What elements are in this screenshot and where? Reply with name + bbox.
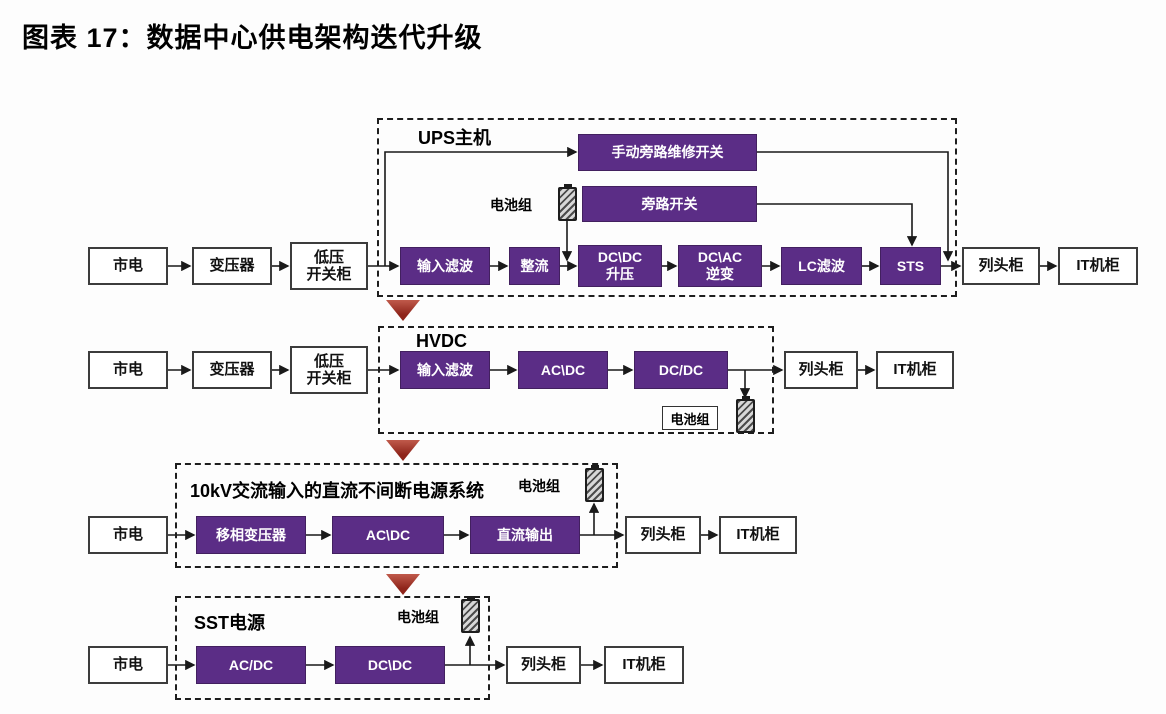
dc-ups-node-dc-output: 直流输出 bbox=[470, 516, 580, 554]
hvdc-node-input-filter: 输入滤波 bbox=[400, 351, 490, 389]
ups-node-input-filter: 输入滤波 bbox=[400, 247, 490, 285]
sst-node-row-head-cabinet: 列头柜 bbox=[506, 646, 581, 684]
ups-node-sts: STS bbox=[880, 247, 941, 285]
dc-ups-node-mains: 市电 bbox=[88, 516, 168, 554]
iteration-arrow-1 bbox=[386, 300, 420, 321]
sst-node-acdc: AC/DC bbox=[196, 646, 306, 684]
ups-node-dcac-inverter: DC\AC 逆变 bbox=[678, 245, 762, 287]
sst-node-dcdc: DC\DC bbox=[335, 646, 445, 684]
hvdc-battery-label: 电池组 bbox=[662, 406, 718, 430]
sst-battery-label: 电池组 bbox=[397, 609, 439, 625]
hvdc-node-row-head-cabinet: 列头柜 bbox=[784, 351, 858, 389]
figure-title: 图表 17：数据中心供电架构迭代升级 bbox=[22, 23, 483, 53]
ups-node-transformer: 变压器 bbox=[192, 247, 272, 285]
ups-node-dcdc-boost: DC\DC 升压 bbox=[578, 245, 662, 287]
hvdc-node-dcdc: DC/DC bbox=[634, 351, 728, 389]
dc-ups-battery-label: 电池组 bbox=[518, 478, 560, 494]
ups-node-lv-switchgear: 低压 开关柜 bbox=[290, 242, 368, 290]
ups-node-bypass-switch: 旁路开关 bbox=[582, 186, 757, 222]
ups-node-lc-filter: LC滤波 bbox=[781, 247, 862, 285]
hvdc-group-label: HVDC bbox=[416, 331, 468, 351]
sst-node-mains: 市电 bbox=[88, 646, 168, 684]
dc-ups-node-it-cabinet: IT机柜 bbox=[719, 516, 797, 554]
sst-group-box bbox=[175, 596, 490, 700]
iteration-arrow-3 bbox=[386, 574, 420, 595]
hvdc-node-transformer: 变压器 bbox=[192, 351, 272, 389]
dc-ups-node-acdc: AC\DC bbox=[332, 516, 444, 554]
dc-ups-node-row-head-cabinet: 列头柜 bbox=[625, 516, 701, 554]
dc-ups-group-label: 10kV交流输入的直流不间断电源系统 bbox=[190, 481, 485, 501]
ups-node-manual-bypass-switch: 手动旁路维修开关 bbox=[578, 134, 757, 171]
iteration-arrow-2 bbox=[386, 440, 420, 461]
ups-node-it-cabinet: IT机柜 bbox=[1058, 247, 1138, 285]
hvdc-node-it-cabinet: IT机柜 bbox=[876, 351, 954, 389]
ups-node-mains: 市电 bbox=[88, 247, 168, 285]
hvdc-node-acdc: AC\DC bbox=[518, 351, 608, 389]
ups-battery-icon bbox=[558, 187, 577, 221]
ups-group-box bbox=[377, 118, 957, 297]
sst-node-it-cabinet: IT机柜 bbox=[604, 646, 684, 684]
ups-node-row-head-cabinet: 列头柜 bbox=[962, 247, 1040, 285]
hvdc-battery-icon bbox=[736, 399, 755, 433]
ups-battery-label: 电池组 bbox=[490, 197, 532, 213]
dc-ups-node-phase-shift-transformer: 移相变压器 bbox=[196, 516, 306, 554]
hvdc-node-lv-switchgear: 低压 开关柜 bbox=[290, 346, 368, 394]
ups-group-label: UPS主机 bbox=[418, 128, 492, 148]
sst-battery-icon bbox=[461, 599, 480, 633]
hvdc-group-box bbox=[378, 326, 774, 434]
sst-group-label: SST电源 bbox=[194, 613, 266, 633]
dc-ups-battery-icon bbox=[585, 468, 604, 502]
hvdc-node-mains: 市电 bbox=[88, 351, 168, 389]
dc-ups-group-box bbox=[175, 463, 618, 568]
ups-node-rectifier: 整流 bbox=[509, 247, 560, 285]
